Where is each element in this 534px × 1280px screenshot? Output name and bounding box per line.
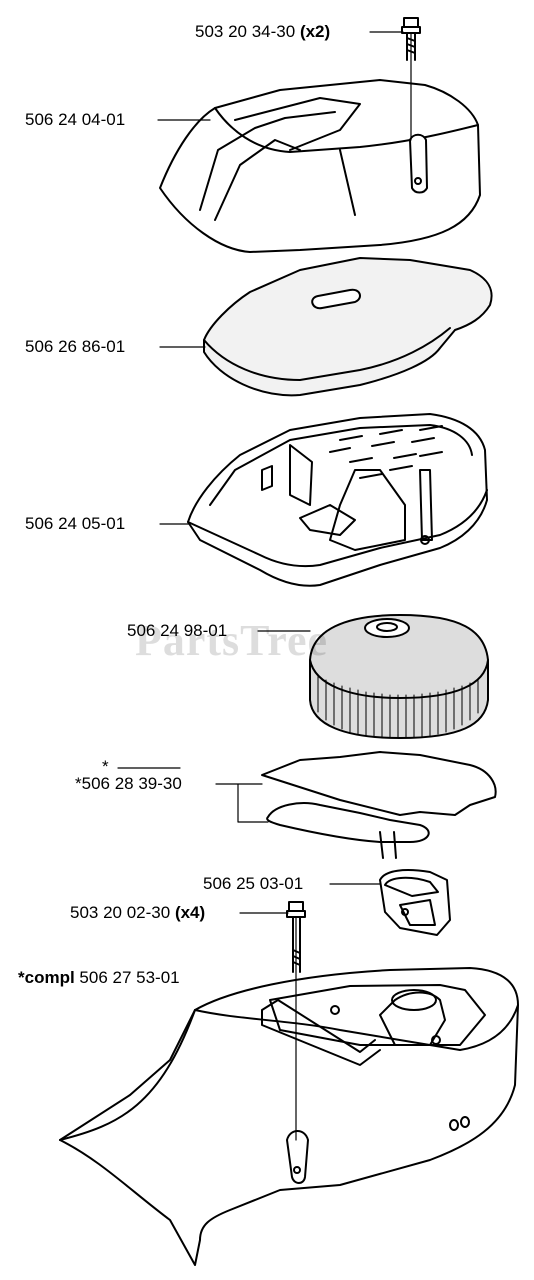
part-label-gasket: *506 28 39-30 [75, 774, 182, 793]
leader-gasket [215, 783, 269, 823]
part-label-prefilter: 506 26 86-01 [25, 337, 126, 356]
lower-housing-drawing [59, 967, 519, 1266]
part-label-filter-element: 506 24 98-01 [127, 621, 228, 640]
air-filter-cover-drawing [159, 79, 481, 253]
gasket-set-drawing [261, 751, 497, 859]
part-label-cover: 506 24 04-01 [25, 110, 126, 129]
asterisk-marker: * [102, 757, 109, 776]
watermark: PartsTree [135, 616, 329, 665]
foam-prefilter-drawing [203, 257, 493, 397]
part-label-boot: 506 25 03-01 [203, 874, 304, 893]
compl-label: *compl 506 27 53-01 [18, 968, 180, 987]
leader-lines [117, 31, 412, 1141]
bolt-top-drawing [401, 17, 421, 61]
assembly-axis-lines [295, 32, 412, 1141]
part-label-bolt-long: 503 20 02-30 (x4) [70, 903, 206, 922]
part-label-housing: 506 24 05-01 [25, 514, 126, 533]
air-filter-element-drawing [309, 614, 489, 739]
bolt-long-drawing [286, 901, 306, 973]
part-label-bolt-top: 503 20 34-30 (x2) [195, 22, 331, 41]
filter-housing-drawing [187, 413, 488, 587]
rubber-boot-drawing [379, 869, 451, 936]
